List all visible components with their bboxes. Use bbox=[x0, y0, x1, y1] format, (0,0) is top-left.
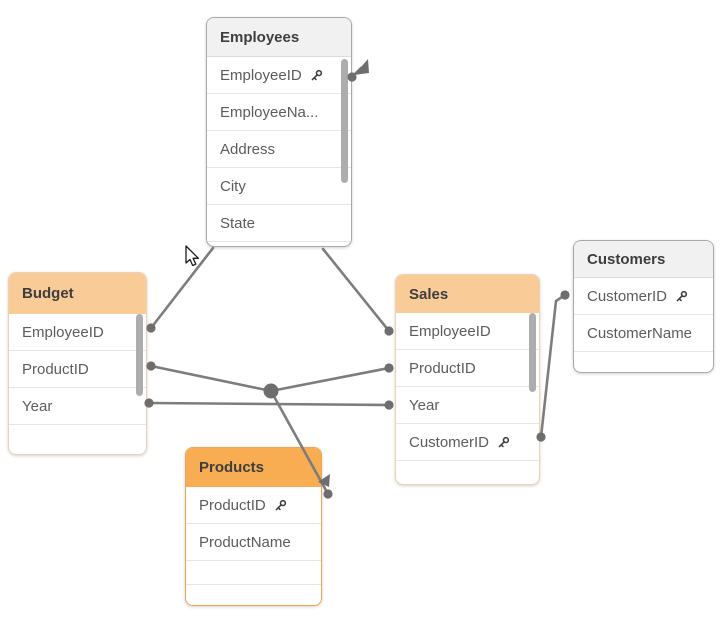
key-icon bbox=[675, 290, 688, 303]
field-row-sales-productid[interactable]: ProductID bbox=[396, 350, 539, 387]
dot-sales-employeeid bbox=[384, 326, 394, 336]
field-label: ProductID bbox=[22, 360, 89, 378]
field-label: Address bbox=[220, 140, 276, 158]
field-row-employees-employeeid[interactable]: EmployeeID bbox=[207, 57, 351, 94]
field-label: Year bbox=[22, 397, 53, 415]
field-label: EmployeeNa... bbox=[220, 103, 319, 121]
field-row-sales-year[interactable]: Year bbox=[396, 387, 539, 424]
field-label: Year bbox=[409, 396, 440, 414]
table-products-header[interactable]: Products bbox=[186, 448, 321, 487]
field-label: ProductName bbox=[199, 533, 291, 551]
table-customers-header[interactable]: Customers bbox=[574, 241, 713, 278]
mouse-cursor bbox=[185, 245, 200, 267]
field-row-employees-employeename[interactable]: EmployeeNa... bbox=[207, 94, 351, 131]
dot-junction-hub bbox=[263, 383, 279, 399]
dot-products-productid bbox=[323, 489, 333, 499]
field-row-sales-customerid[interactable]: CustomerID bbox=[396, 424, 539, 461]
connector-hub-sales bbox=[269, 366, 391, 393]
field-row-budget-year[interactable]: Year bbox=[9, 388, 146, 425]
connector-employees-stub bbox=[350, 66, 363, 79]
dot-sales-productid bbox=[384, 363, 394, 373]
budget-scrollbar[interactable] bbox=[136, 314, 143, 396]
dot-budget-employeeid bbox=[146, 323, 156, 333]
field-row-budget-employeeid[interactable]: EmployeeID bbox=[9, 314, 146, 351]
connector-employees-sales bbox=[321, 247, 391, 333]
field-row-employees-city[interactable]: City bbox=[207, 168, 351, 205]
dot-customers-customerid bbox=[560, 290, 570, 300]
connector-budget-hub bbox=[149, 364, 273, 393]
key-icon bbox=[310, 69, 323, 82]
field-label: City bbox=[220, 177, 246, 195]
employees-scrollbar[interactable] bbox=[341, 59, 348, 183]
key-icon bbox=[274, 499, 287, 512]
connector-employees-budget bbox=[149, 246, 215, 330]
field-row-products-productid[interactable]: ProductID bbox=[186, 487, 321, 524]
field-label: ProductID bbox=[409, 359, 476, 377]
empty-row bbox=[186, 561, 321, 585]
field-row-customers-customerid[interactable]: CustomerID bbox=[574, 278, 713, 315]
sales-scrollbar[interactable] bbox=[529, 313, 536, 392]
empty-row bbox=[186, 585, 321, 605]
dot-sales-year bbox=[384, 400, 394, 410]
table-budget-header[interactable]: Budget bbox=[9, 273, 146, 314]
field-row-employees-address[interactable]: Address bbox=[207, 131, 351, 168]
table-sales[interactable]: Sales EmployeeID ProductID Year Customer… bbox=[395, 274, 540, 485]
table-budget[interactable]: Budget EmployeeID ProductID Year bbox=[8, 272, 147, 455]
field-row-sales-employeeid[interactable]: EmployeeID bbox=[396, 313, 539, 350]
connector-sales-customers bbox=[539, 293, 567, 439]
field-row-employees-state[interactable]: State bbox=[207, 205, 351, 242]
table-sales-header[interactable]: Sales bbox=[396, 275, 539, 313]
table-employees[interactable]: Employees EmployeeID EmployeeNa... Addre… bbox=[206, 17, 352, 247]
table-customers[interactable]: Customers CustomerID CustomerName bbox=[573, 240, 714, 373]
field-label: CustomerID bbox=[409, 433, 490, 451]
field-label: State bbox=[220, 214, 256, 232]
field-row-customers-customername[interactable]: CustomerName bbox=[574, 315, 713, 352]
key-icon bbox=[497, 436, 510, 449]
field-label: EmployeeID bbox=[220, 66, 302, 84]
connector-budget-sales-year bbox=[147, 401, 391, 407]
field-label: ProductID bbox=[199, 496, 266, 514]
table-products[interactable]: Products ProductID ProductName bbox=[185, 447, 322, 606]
field-label: CustomerID bbox=[587, 287, 668, 305]
table-employees-header[interactable]: Employees bbox=[207, 18, 351, 57]
field-row-products-productname[interactable]: ProductName bbox=[186, 524, 321, 561]
field-row-budget-productid[interactable]: ProductID bbox=[9, 351, 146, 388]
dot-budget-productid bbox=[146, 361, 156, 371]
field-label: CustomerName bbox=[587, 324, 693, 342]
field-label: EmployeeID bbox=[409, 322, 491, 340]
field-label: EmployeeID bbox=[22, 323, 104, 341]
connector-arrow-employees bbox=[354, 59, 369, 75]
